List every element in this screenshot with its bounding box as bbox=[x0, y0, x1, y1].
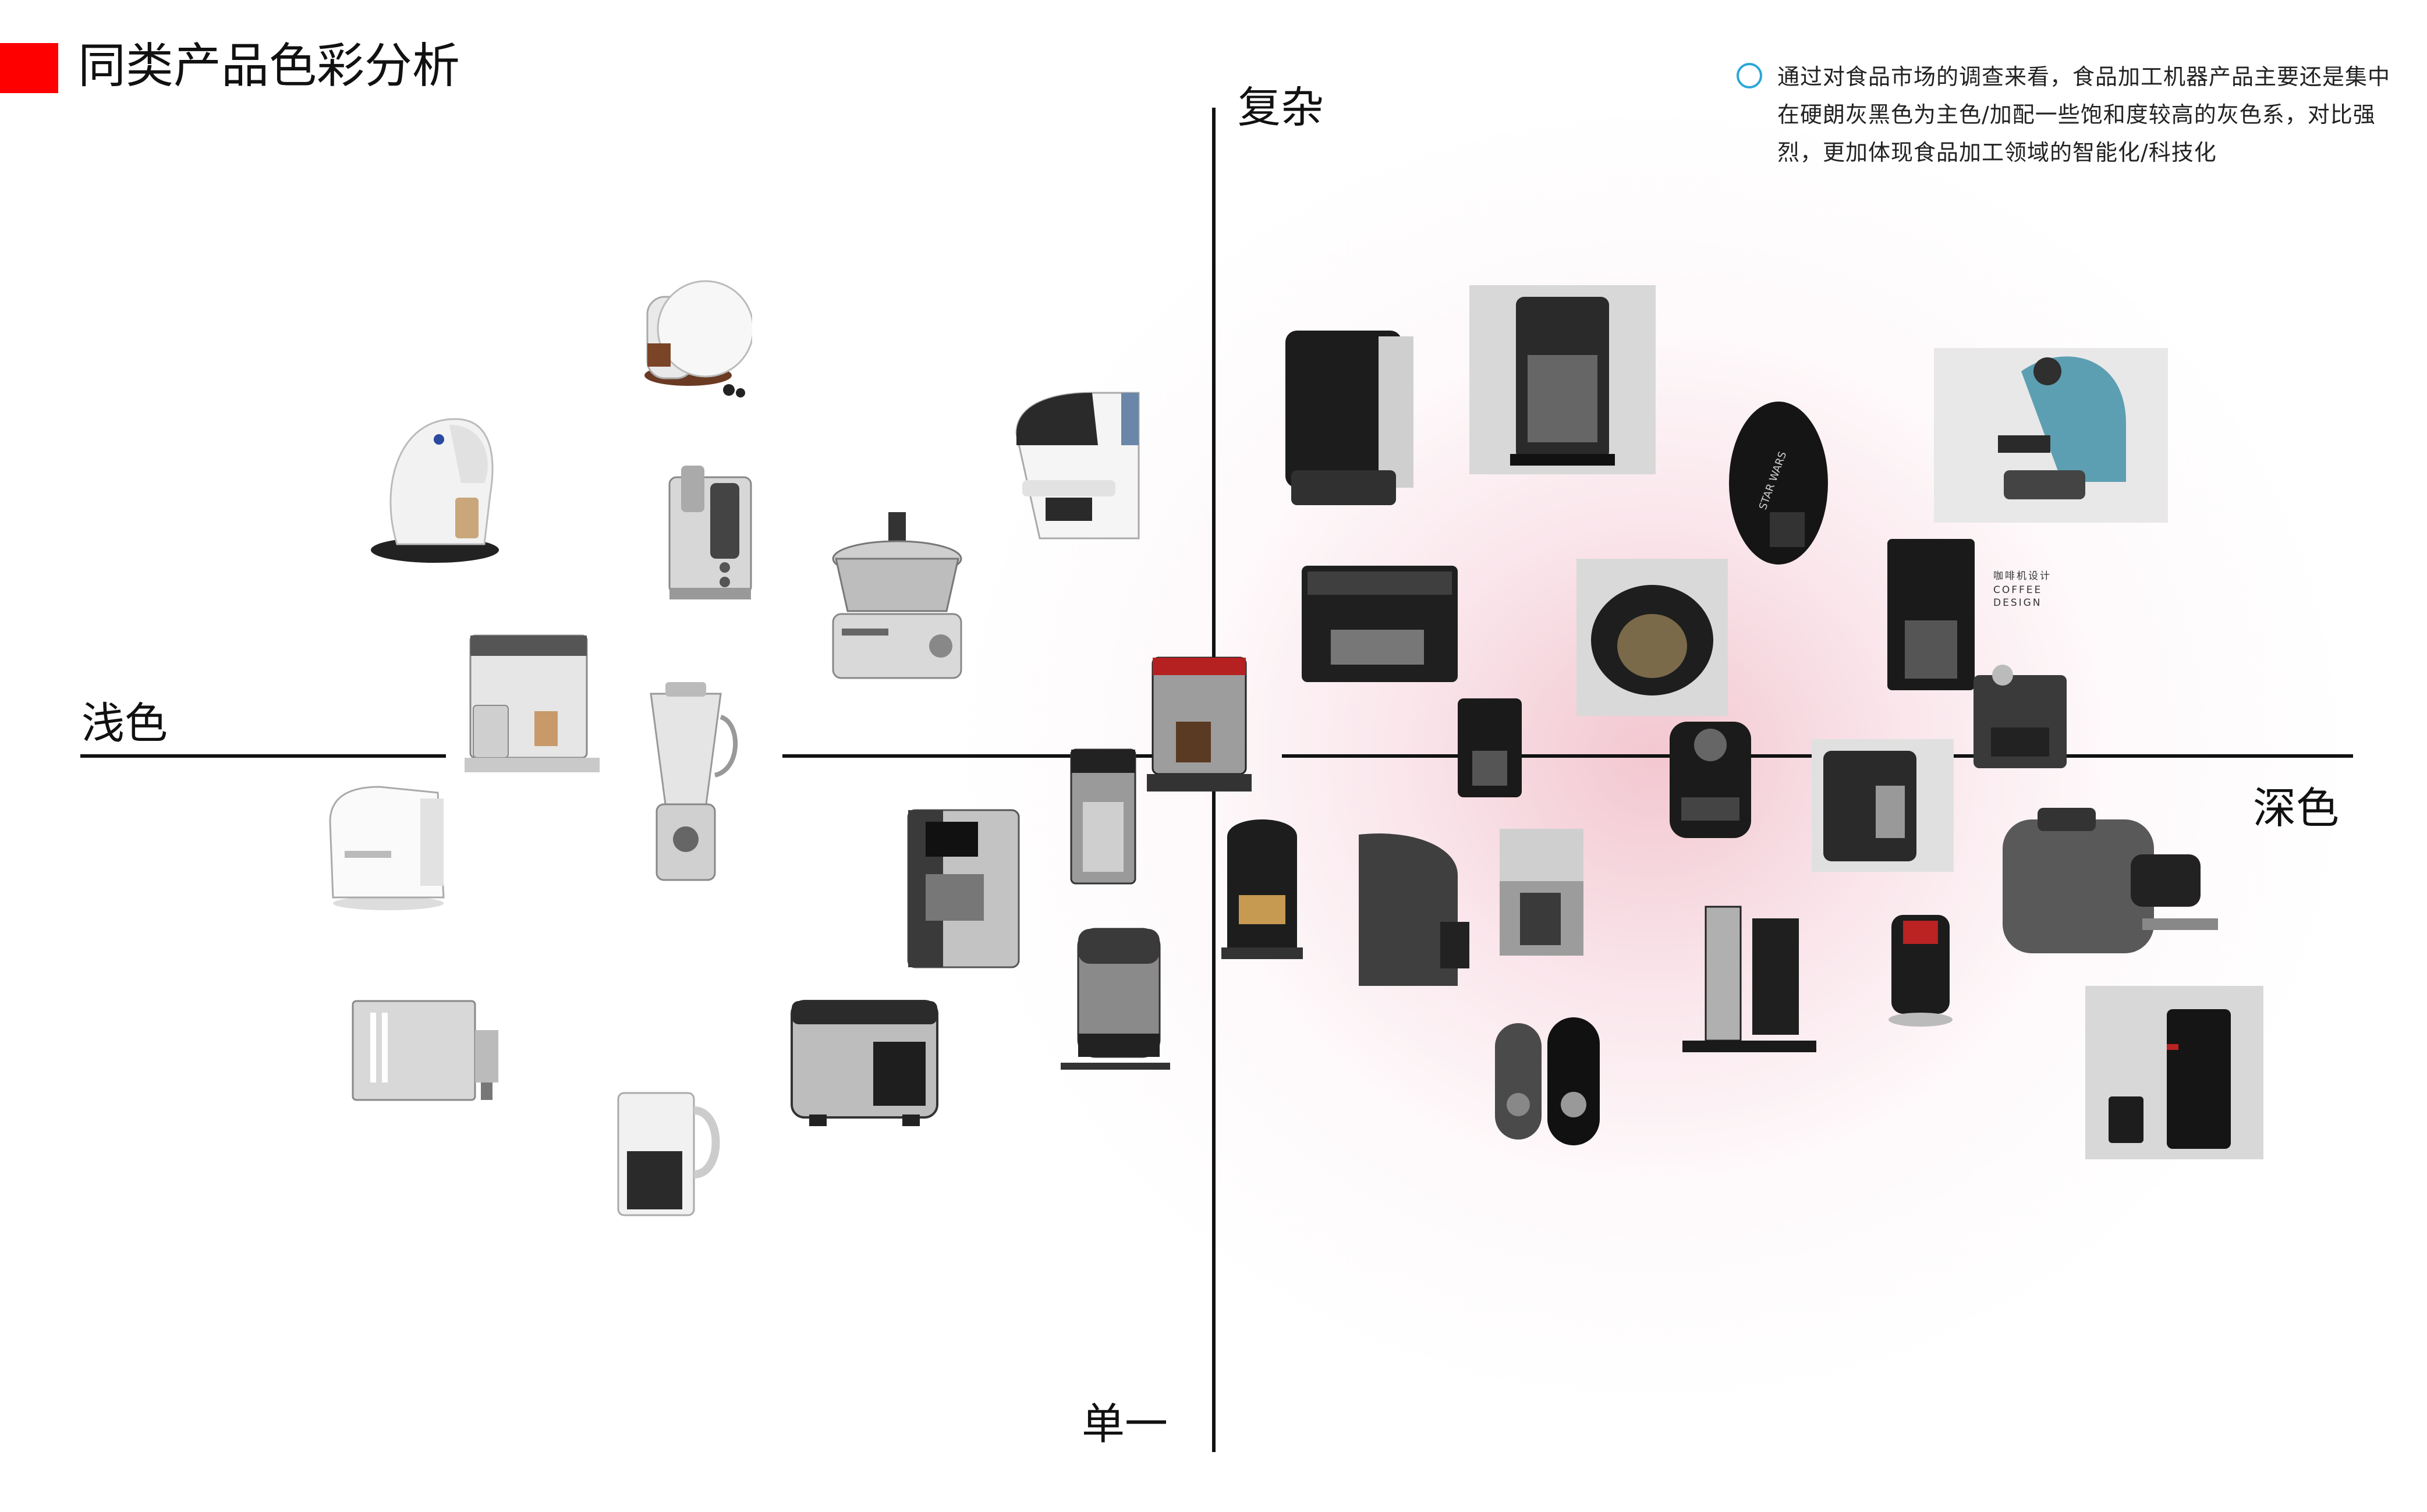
product-deep-fryer bbox=[786, 989, 943, 1133]
axis-label-dark: 深色 bbox=[2253, 783, 2339, 833]
product-single-serve-brewer bbox=[1065, 744, 1142, 895]
horizontal-axis-middle bbox=[782, 754, 1155, 758]
product-black-capsule-machine bbox=[1216, 802, 1309, 965]
page-title: 同类产品色彩分析 bbox=[78, 38, 460, 94]
product-red-espresso-machine bbox=[1135, 634, 1263, 797]
product-blender bbox=[633, 682, 738, 892]
product-grey-automatic-machine bbox=[1991, 802, 2235, 971]
product-curved-grey-dispenser bbox=[1353, 823, 1478, 1003]
product-star-wars-coffee-machine: STAR WARS bbox=[1723, 396, 1834, 570]
product-glass-drip-coffee bbox=[1671, 901, 1829, 1059]
product-black-pod-machine bbox=[1262, 319, 1425, 517]
coffee-design-label-cn: 咖啡机设计 bbox=[1993, 570, 2052, 582]
product-white-water-dispenser bbox=[321, 781, 455, 915]
product-capsule-machine-white bbox=[356, 396, 513, 570]
axis-label-complex: 复杂 bbox=[1238, 83, 1324, 133]
product-white-coffee-machine bbox=[1005, 381, 1150, 550]
product-capsule-machine-grey bbox=[1061, 917, 1170, 1079]
product-dual-pod-machines bbox=[1483, 1011, 1611, 1151]
axis-label-light: 浅色 bbox=[82, 698, 168, 748]
circle-icon bbox=[1737, 63, 1762, 88]
product-white-kettle bbox=[612, 1087, 729, 1221]
product-pour-over-silver-black bbox=[1494, 823, 1589, 961]
product-silver-coffee-machine bbox=[897, 804, 1026, 979]
coffee-design-label-en-2: DESIGN bbox=[1993, 597, 2042, 609]
product-small-espresso-pod bbox=[1883, 909, 1958, 1031]
product-saeco-machine bbox=[1664, 716, 1757, 844]
product-tall-black-brewer-framed bbox=[2085, 986, 2263, 1159]
coffee-design-label-en-1: COFFEE bbox=[1993, 584, 2043, 596]
analysis-note: 通过对食品市场的调查来看，食品加工机器产品主要还是集中在硬朗灰黑色为主色/加配一… bbox=[1777, 64, 2391, 165]
product-espresso-machine-silver bbox=[465, 630, 600, 775]
product-silver-juicer bbox=[652, 460, 763, 605]
title-marker bbox=[0, 43, 58, 93]
product-grey-espresso-station bbox=[1968, 663, 2072, 774]
axis-label-simple: 单一 bbox=[1082, 1399, 1168, 1449]
product-coffee-design-tower bbox=[1882, 533, 1980, 696]
product-silver-espresso-box bbox=[347, 995, 504, 1112]
product-drip-coffee-framed bbox=[1469, 285, 1656, 474]
product-blue-espresso-machine bbox=[1934, 348, 2168, 523]
product-black-box-framed bbox=[1812, 739, 1954, 872]
product-round-coffee-machine bbox=[624, 274, 752, 402]
product-food-processor bbox=[824, 506, 970, 687]
product-black-espresso-console bbox=[1296, 560, 1464, 694]
product-dome-coffee-maker bbox=[1576, 559, 1728, 716]
product-small-black-brewer bbox=[1452, 693, 1528, 803]
horizontal-axis-left bbox=[80, 754, 446, 758]
